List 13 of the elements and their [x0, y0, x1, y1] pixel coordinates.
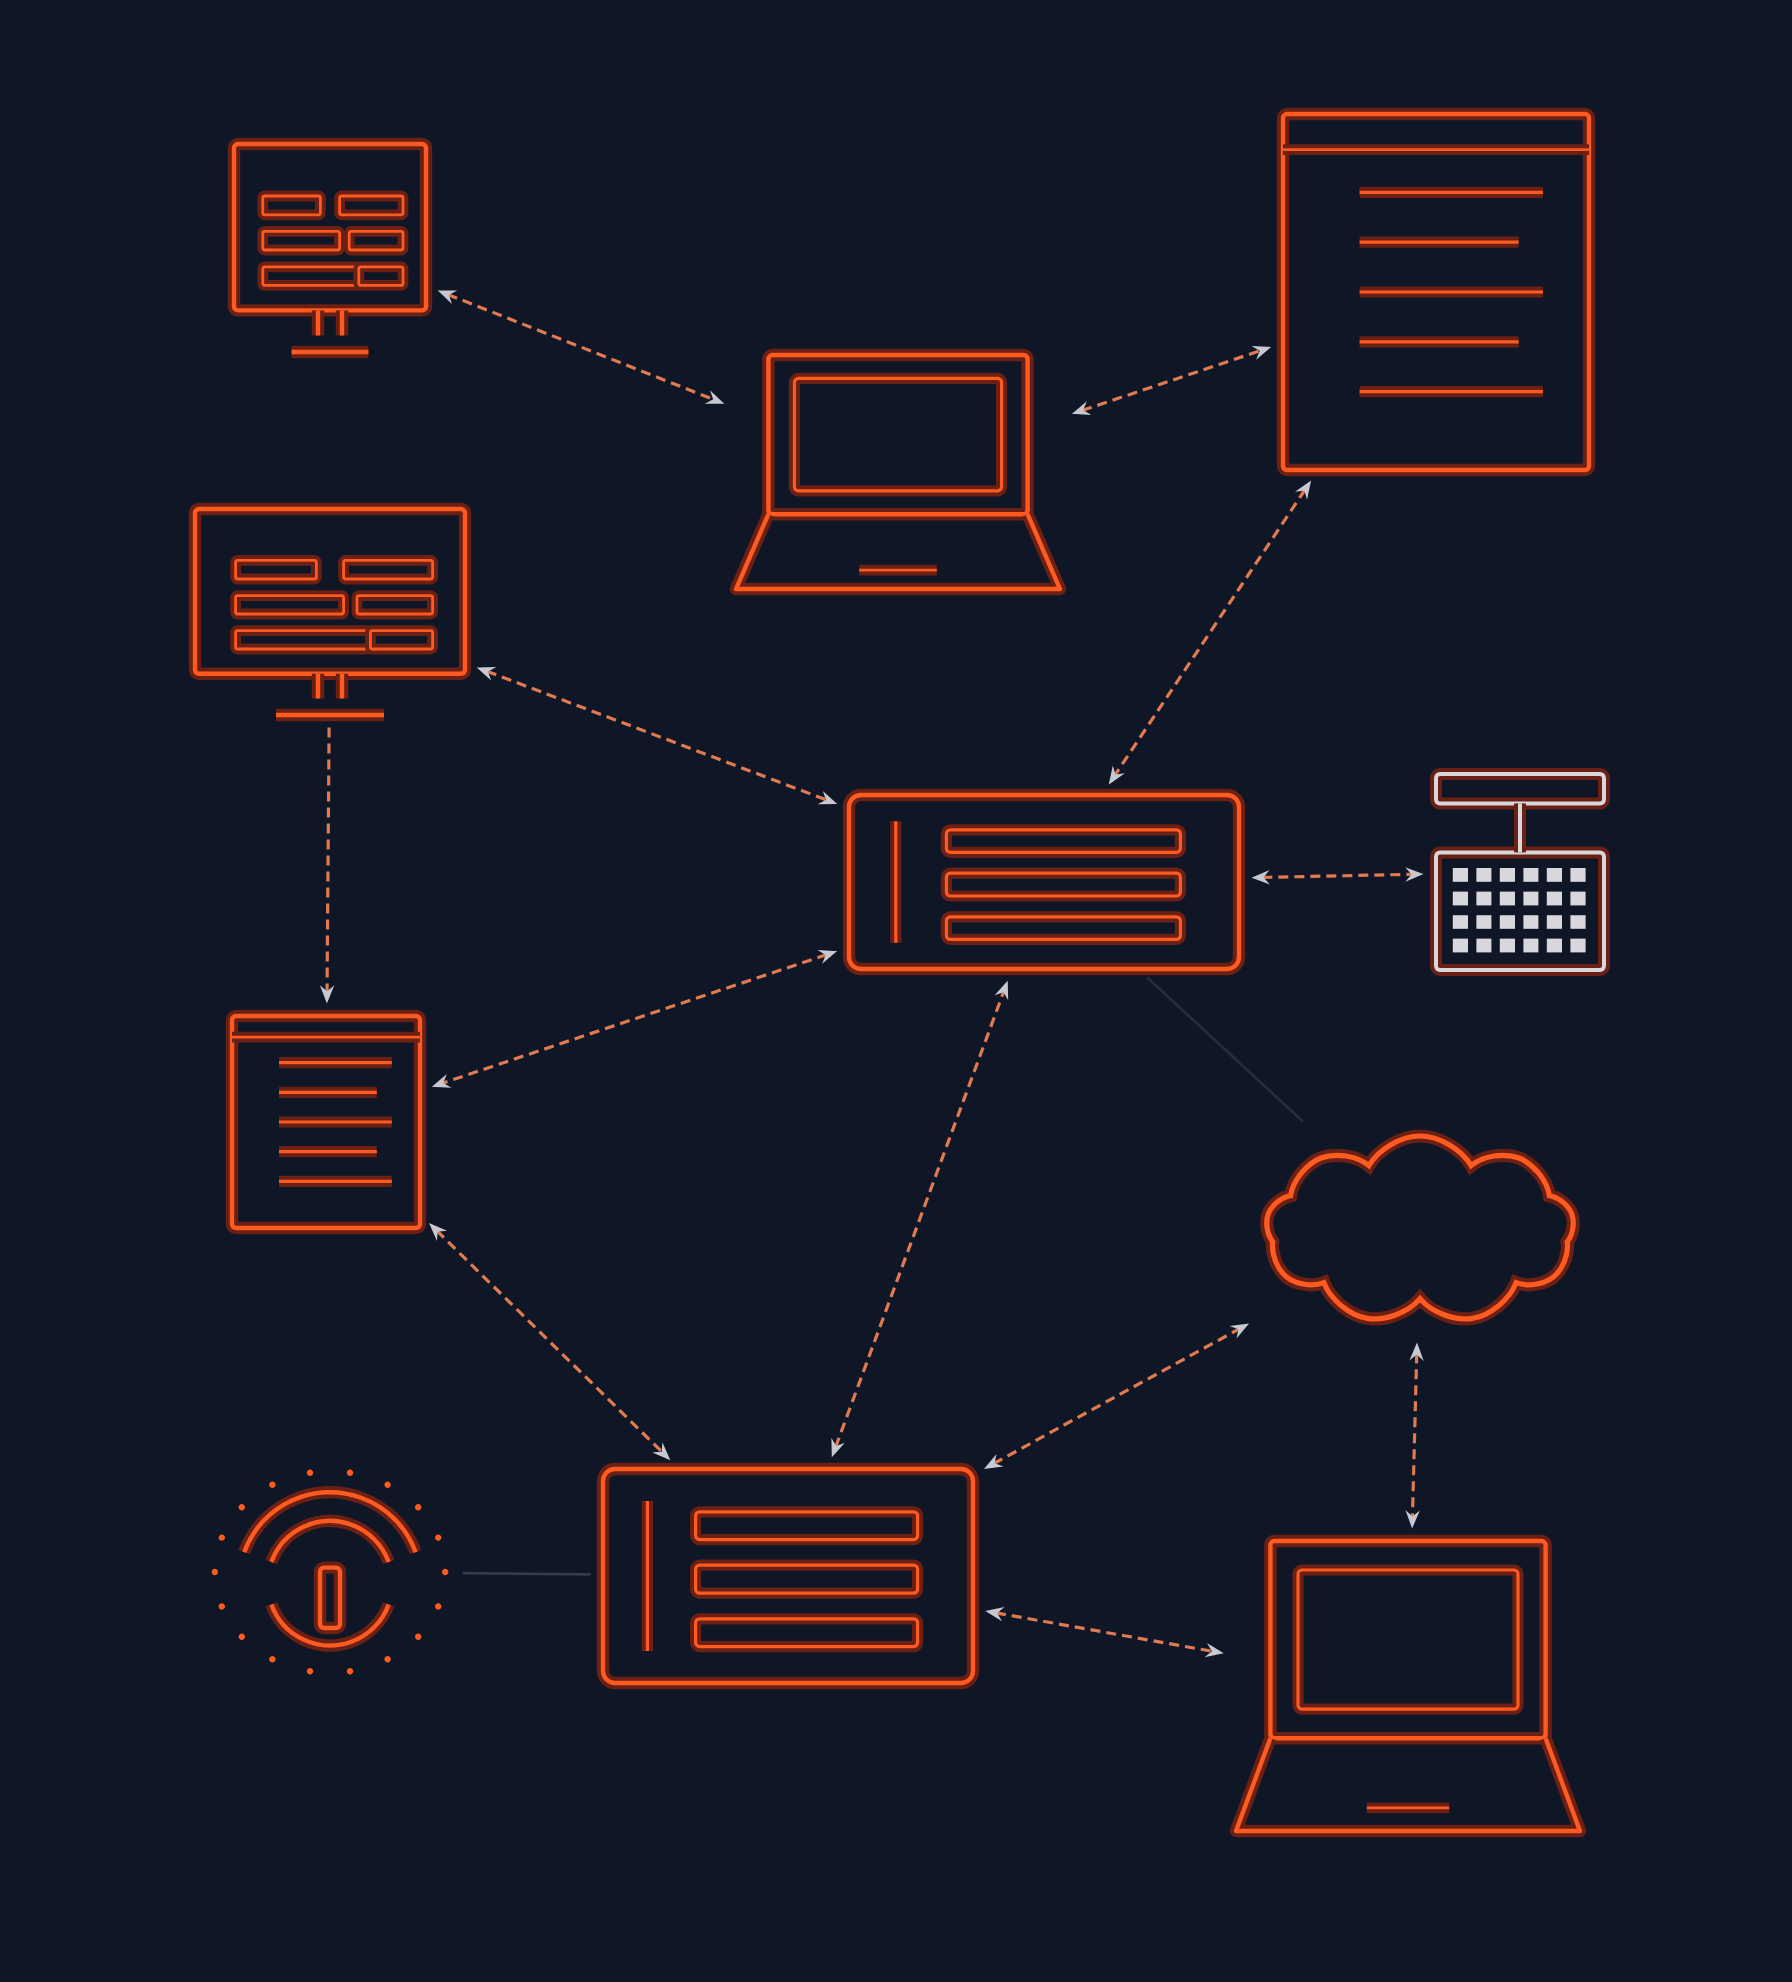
- card-drawing: [596, 1462, 980, 1690]
- connector-line: [1146, 976, 1304, 1123]
- connector-line: [462, 1571, 591, 1576]
- document-drawing: [1276, 107, 1596, 477]
- card-drawing: [842, 788, 1246, 976]
- document-drawing: [225, 1009, 427, 1235]
- keyboard-drawing: [1430, 768, 1610, 976]
- laptop-drawing: [1229, 1534, 1587, 1838]
- monitor-drawing: [227, 137, 433, 359]
- cloud-drawing: [1260, 1129, 1580, 1326]
- antenna-drawing: [211, 1469, 449, 1675]
- laptop-drawing: [729, 348, 1067, 596]
- monitor-drawing: [188, 502, 472, 722]
